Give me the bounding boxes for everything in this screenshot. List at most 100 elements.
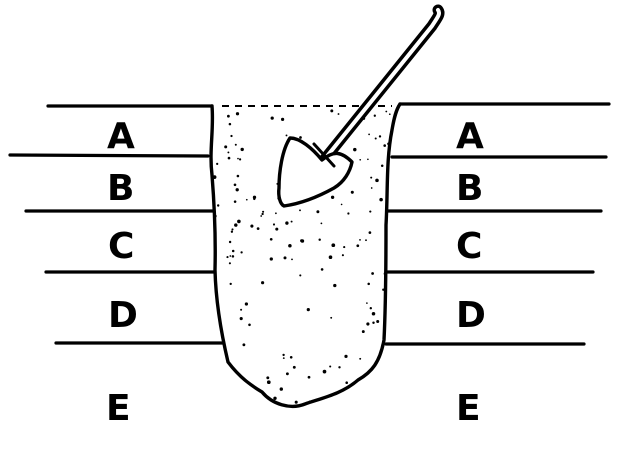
speckle — [240, 317, 243, 320]
speckle — [261, 281, 264, 284]
speckle — [299, 209, 301, 211]
speckle — [241, 148, 244, 151]
speckle — [362, 330, 365, 333]
speckle — [230, 135, 232, 137]
speckle — [283, 357, 285, 359]
speckle — [214, 215, 217, 218]
speckle — [381, 165, 384, 168]
speckle — [316, 210, 319, 213]
speckle — [307, 308, 310, 311]
speckle — [343, 246, 345, 248]
speckle — [226, 256, 228, 258]
left-label-a: A — [107, 116, 135, 157]
speckle — [260, 215, 262, 217]
speckle — [262, 211, 264, 213]
speckle — [280, 387, 283, 390]
speckle — [271, 116, 274, 119]
speckle — [286, 372, 289, 375]
speckle — [318, 238, 320, 240]
speckle — [331, 243, 335, 247]
speckle — [216, 163, 218, 165]
speckle — [250, 225, 253, 228]
speckle — [266, 376, 269, 379]
speckle — [371, 187, 373, 189]
speckle — [344, 355, 347, 358]
speckle — [295, 401, 298, 404]
speckle — [234, 200, 237, 203]
speckle — [372, 312, 376, 316]
speckle — [368, 134, 370, 136]
right-label-d: D — [456, 295, 486, 336]
speckle — [331, 196, 334, 199]
speckle — [270, 238, 273, 241]
speckle — [374, 115, 376, 117]
speckle — [323, 370, 327, 374]
speckle — [291, 221, 293, 223]
speckle — [365, 239, 367, 241]
speckle — [275, 212, 277, 214]
speckle — [387, 142, 390, 145]
speckle — [270, 257, 273, 260]
speckle — [234, 223, 237, 226]
speckle — [242, 343, 245, 346]
speckle — [382, 289, 384, 291]
right-label-a: A — [456, 116, 484, 157]
speckle — [231, 228, 233, 230]
speckle — [240, 309, 242, 311]
speckle — [236, 112, 239, 115]
speckle — [253, 198, 255, 200]
speckle — [299, 136, 302, 139]
speckle — [359, 239, 361, 241]
speckle — [329, 365, 331, 367]
speckle — [321, 268, 324, 271]
speckle — [224, 145, 227, 148]
speckle — [229, 255, 231, 257]
speckle — [379, 198, 383, 202]
speckle — [227, 151, 229, 153]
speckle — [369, 211, 371, 213]
speckle — [308, 376, 311, 379]
speckle — [366, 322, 369, 325]
right-label-b: B — [456, 168, 483, 209]
speckle — [333, 284, 336, 287]
speckle — [217, 204, 219, 206]
speckle — [356, 244, 359, 247]
speckle — [257, 227, 260, 230]
speckle — [342, 254, 344, 256]
speckle — [290, 356, 293, 359]
speckle — [267, 380, 271, 384]
speckle — [229, 241, 231, 243]
speckle — [329, 255, 333, 259]
speckle — [370, 177, 372, 179]
right-strata-lines — [386, 104, 609, 344]
speckle — [234, 183, 237, 186]
speckle — [370, 307, 372, 309]
speckle — [229, 262, 231, 264]
speckle — [230, 283, 232, 285]
speckle — [284, 256, 287, 259]
speckle — [236, 188, 239, 191]
speckle — [299, 274, 301, 276]
speckle — [321, 223, 323, 225]
speckle — [246, 199, 248, 201]
right-label-c: C — [456, 226, 482, 267]
speckle — [285, 221, 288, 224]
speckle — [375, 179, 379, 183]
speckle — [372, 321, 374, 323]
speckle — [345, 381, 348, 384]
speckle — [384, 272, 387, 275]
speckle — [273, 397, 276, 400]
speckle — [367, 283, 370, 286]
speckle — [341, 204, 343, 206]
speckle — [369, 231, 372, 234]
speckle — [213, 175, 217, 179]
speckle — [347, 212, 349, 214]
left-label-c: C — [108, 226, 134, 267]
speckle — [386, 187, 388, 189]
speckle — [338, 113, 340, 115]
speckle — [338, 366, 340, 368]
speckle — [293, 366, 296, 369]
speckle — [359, 159, 361, 161]
speckle — [229, 123, 232, 126]
speckle — [275, 228, 278, 231]
